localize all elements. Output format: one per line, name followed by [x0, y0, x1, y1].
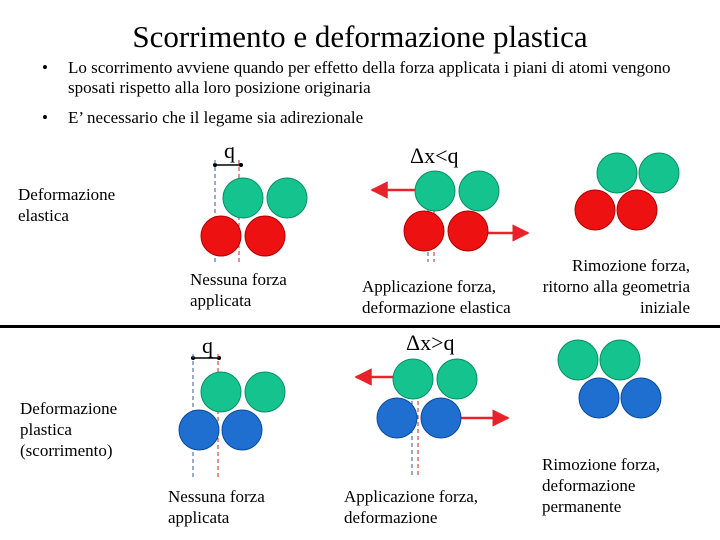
bullet-bond-requirement: • E’ necessario che il legame sia adirez… [42, 108, 708, 128]
bottom-atom [403, 210, 445, 252]
top-atom [222, 177, 264, 219]
top-atom [638, 152, 680, 194]
plastic-caption-force-applied: Applicazione forza, deformazione [344, 487, 479, 527]
bottom-atom [200, 215, 242, 257]
top-atom [458, 170, 500, 212]
bottom-atom [221, 409, 263, 451]
elastic-q-dot-right [239, 163, 243, 167]
bullet-text: E’ necessario che il legame sia adirezio… [68, 108, 364, 127]
bottom-atom [578, 377, 620, 419]
bottom-atom [447, 210, 489, 252]
top-atom [599, 339, 641, 381]
bullet-text: Lo scorrimento avviene quando per effett… [68, 58, 671, 97]
top-atom [436, 358, 478, 400]
bottom-atom [616, 189, 658, 231]
section-divider [0, 325, 720, 328]
top-atom [414, 170, 456, 212]
bottom-atom [620, 377, 662, 419]
bottom-atom [574, 189, 616, 231]
elastic-q-label: q [224, 138, 235, 163]
elastic-caption-no-force: Nessuna forza applicata [190, 270, 287, 310]
top-atom [596, 152, 638, 194]
elastic-caption-force-applied: Applicazione forza, deformazione elastic… [362, 277, 511, 317]
elastic-q-dot-left [213, 163, 217, 167]
bullet-slip-definition: • Lo scorrimento avviene quando per effe… [42, 58, 708, 98]
bottom-atom [178, 409, 220, 451]
elastic-row-label: Deformazione elastica [18, 185, 116, 225]
plastic-row-label: Deformazione plastica (scorrimento) [20, 399, 118, 460]
top-atom [392, 358, 434, 400]
page-title: Scorrimento e deformazione plastica [132, 19, 588, 54]
bottom-atom [244, 215, 286, 257]
plastic-caption-no-force: Nessuna forza applicata [168, 487, 265, 527]
plastic-caption-force-removed: Rimozione forza, deformazione permanente [542, 455, 661, 516]
bottom-atom [420, 397, 462, 439]
bullet-marker: • [42, 58, 48, 77]
bullet-marker: • [42, 108, 48, 127]
bottom-atom [376, 397, 418, 439]
top-atom [200, 371, 242, 413]
plastic-q-label: q [202, 333, 213, 358]
top-atom [266, 177, 308, 219]
top-atom [244, 371, 286, 413]
elastic-caption-force-removed: Rimozione forza, ritorno alla geometria … [542, 256, 690, 317]
elastic-delta-label: Δx<q [410, 143, 459, 168]
top-atom [557, 339, 599, 381]
plastic-delta-label: Δx>q [406, 330, 455, 355]
